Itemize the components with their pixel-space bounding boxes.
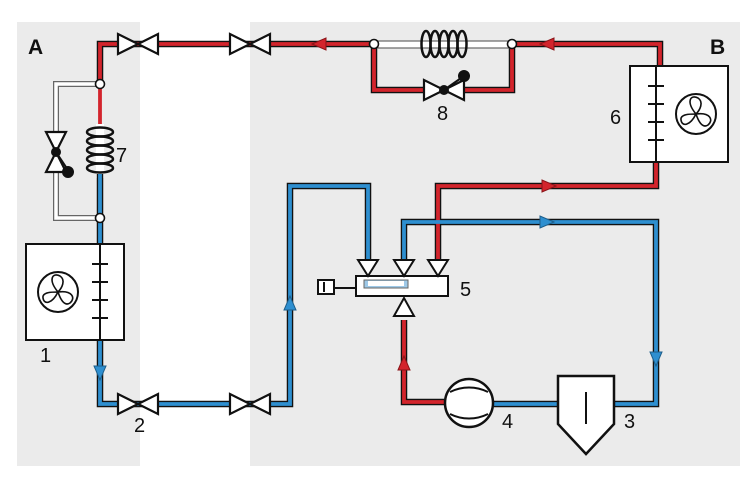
coil-icon bbox=[420, 29, 468, 59]
compressor bbox=[443, 377, 495, 429]
four-way-valve bbox=[317, 259, 450, 317]
zone-a-label: A bbox=[28, 36, 43, 59]
valve-icon bbox=[116, 32, 160, 56]
component-label-1: 1 bbox=[40, 345, 51, 367]
arrow-icon bbox=[93, 37, 663, 382]
coil-bypass-gray-line bbox=[377, 40, 511, 49]
component-label-5: 5 bbox=[460, 279, 471, 301]
accumulator bbox=[556, 374, 616, 456]
fan-icon bbox=[37, 271, 79, 313]
valve-icon bbox=[228, 32, 272, 56]
component-label-7: 7 bbox=[116, 145, 127, 167]
component-label-6: 6 bbox=[610, 107, 621, 129]
component-label-2: 2 bbox=[134, 415, 145, 437]
component-label-4: 4 bbox=[502, 411, 513, 433]
fan-unit-1 bbox=[25, 243, 125, 341]
zone-b-label: B bbox=[710, 36, 725, 59]
coil-icon bbox=[85, 124, 115, 218]
fan-unit-6 bbox=[629, 65, 729, 163]
valve-icon bbox=[116, 392, 160, 416]
valve-icon bbox=[228, 392, 272, 416]
pipe-junctions bbox=[94, 38, 518, 224]
valve-actuator bbox=[51, 70, 470, 178]
component-label-8: 8 bbox=[437, 103, 448, 125]
component-label-3: 3 bbox=[624, 411, 635, 433]
fan-icon bbox=[675, 93, 717, 135]
